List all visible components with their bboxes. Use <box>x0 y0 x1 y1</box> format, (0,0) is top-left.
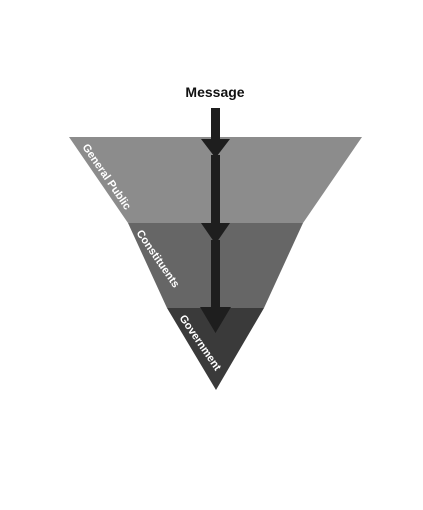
arrow-head-2 <box>201 223 230 244</box>
layer-government <box>167 308 264 390</box>
arrow-head-3 <box>200 307 231 333</box>
arrow-head-1 <box>201 139 230 158</box>
arrow-shaft-bottom <box>211 240 220 310</box>
message-arrow <box>200 108 231 333</box>
diagram-title: Message <box>185 84 244 100</box>
arrow-shaft-top <box>211 108 220 142</box>
arrow-shaft-middle <box>211 155 220 227</box>
